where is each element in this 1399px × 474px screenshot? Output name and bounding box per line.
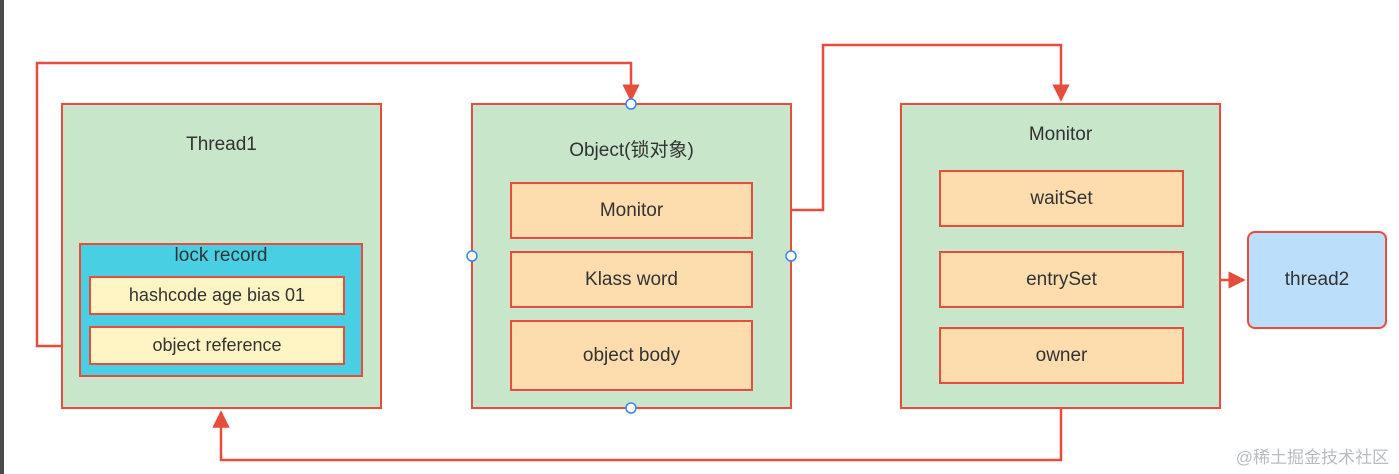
object-title: Object(锁对象) — [569, 140, 694, 161]
watermark: @稀土掘金技术社区 — [1235, 448, 1389, 467]
object-field-klass-word: Klass word — [510, 251, 753, 308]
monitor-title: Monitor — [1028, 124, 1093, 145]
object-field-monitor: Monitor — [510, 182, 753, 239]
thread2-box: thread2 — [1247, 231, 1387, 329]
arrow-object-reference-to-object — [35, 61, 640, 348]
monitor-field-waitset: waitSet — [939, 170, 1184, 227]
monitor-field-entryset: entrySet — [939, 251, 1184, 308]
lock-record-title: lock record — [174, 245, 268, 266]
thread1-title: Thread1 — [186, 134, 257, 155]
arrow-monitor-field-to-monitor — [752, 43, 1070, 212]
lock-record-row-hashcode: hashcode age bias 01 — [89, 276, 345, 315]
window-left-edge — [0, 0, 4, 474]
lock-record-row-object-reference: object reference — [89, 326, 345, 365]
arrow-owner-to-thread1 — [212, 383, 1063, 462]
object-field-object-body: object body — [510, 320, 753, 391]
monitor-field-owner: owner — [939, 327, 1184, 384]
